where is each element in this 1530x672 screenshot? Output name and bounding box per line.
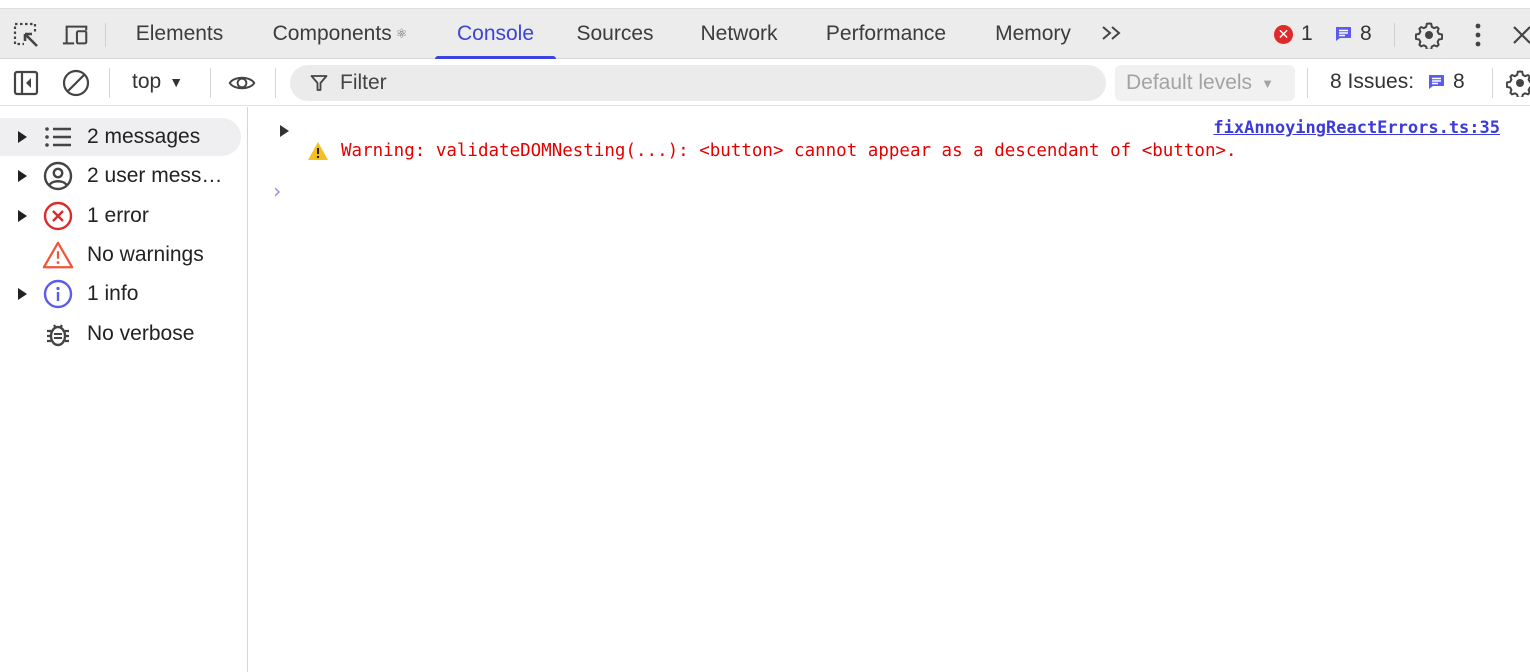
gear-icon <box>1506 70 1530 97</box>
gear-icon <box>1415 22 1443 49</box>
caret-down-icon: ▼ <box>1261 75 1274 91</box>
live-expression-button[interactable] <box>228 69 256 97</box>
inspect-element-button[interactable] <box>12 21 40 49</box>
eye-icon <box>228 76 256 90</box>
tab-label: Network <box>700 22 778 45</box>
sidebar-item-messages[interactable]: 2 messages <box>0 118 241 156</box>
sidebar-item-warnings[interactable]: No warnings <box>0 236 241 274</box>
tabbar-separator <box>105 23 106 47</box>
levels-label: Default levels <box>1126 71 1253 94</box>
expand-triangle-icon[interactable] <box>280 125 289 137</box>
close-devtools-button[interactable] <box>1508 21 1530 49</box>
sidebar-item-errors[interactable]: 1 error <box>0 197 241 235</box>
console-output[interactable]: fixAnnoyingReactErrors.ts:35 Warning: va… <box>249 107 1530 672</box>
clear-circle-icon <box>62 69 90 97</box>
settings-button[interactable] <box>1415 21 1443 49</box>
sidebar-item-info[interactable]: 1 info <box>0 275 241 313</box>
filter-input[interactable] <box>340 71 1040 95</box>
clear-console-button[interactable] <box>62 69 90 97</box>
expand-triangle-icon[interactable] <box>18 131 27 143</box>
sidebar-toggle-icon <box>13 70 39 96</box>
toolbar-separator <box>109 68 110 98</box>
tab-label: Sources <box>576 22 654 45</box>
error-counter[interactable]: ✕ 1 <box>1274 22 1313 46</box>
bug-icon <box>42 318 74 350</box>
console-sidebar: 2 messages 2 user mess… 1 error <box>0 107 248 672</box>
tabbar-separator <box>1394 23 1395 47</box>
chevron-double-right-icon <box>1102 26 1121 40</box>
tab-components[interactable]: Components⚛ <box>255 9 425 59</box>
tab-label: Console <box>456 22 535 45</box>
tab-label: Performance <box>825 22 947 45</box>
issues-count: 8 <box>1453 70 1465 93</box>
device-toolbar-button[interactable] <box>62 21 90 49</box>
issues-counter[interactable]: 8 <box>1335 22 1372 46</box>
warning-icon <box>42 239 74 271</box>
console-prompt[interactable]: › <box>271 179 283 203</box>
tab-elements[interactable]: Elements <box>118 9 241 59</box>
inspect-element-icon <box>13 22 38 47</box>
issues-button[interactable]: 8 Issues: 8 <box>1330 70 1465 94</box>
prompt-chevron-icon: › <box>271 179 284 203</box>
tab-memory[interactable]: Memory <box>978 9 1088 59</box>
caret-down-icon: ▼ <box>169 74 184 90</box>
tab-label: Elements <box>135 22 224 45</box>
device-toggle-icon <box>62 25 88 45</box>
warning-line: Warning: validateDOMNesting(...): <butto… <box>307 141 1237 161</box>
log-levels-dropdown[interactable]: Default levels ▼ <box>1115 65 1295 101</box>
list-icon <box>42 121 74 153</box>
tab-sources[interactable]: Sources <box>560 9 670 59</box>
filter-box[interactable] <box>290 65 1106 101</box>
error-icon: ✕ <box>1274 24 1293 44</box>
error-icon <box>42 200 74 232</box>
toolbar-separator <box>1307 68 1308 98</box>
error-count: 1 <box>1301 22 1313 45</box>
kebab-menu-icon <box>1475 23 1481 47</box>
tab-network[interactable]: Network <box>683 9 795 59</box>
sidebar-item-user-messages[interactable]: 2 user mess… <box>0 157 241 195</box>
tab-label: Components <box>272 22 392 45</box>
sidebar-item-label: No verbose <box>87 322 195 345</box>
issue-count: 8 <box>1360 22 1372 45</box>
tab-label: Memory <box>995 22 1071 45</box>
more-tabs-button[interactable] <box>1100 23 1124 49</box>
sidebar-item-label: 2 messages <box>87 125 201 148</box>
message-icon <box>1336 27 1351 41</box>
context-selector[interactable]: top ▼ <box>132 70 183 94</box>
sidebar-item-label: No warnings <box>87 243 204 266</box>
toolbar-separator <box>210 68 211 98</box>
info-icon <box>42 278 74 310</box>
sidebar-item-label: 2 user mess… <box>87 164 223 187</box>
toolbar-separator <box>275 68 276 98</box>
sidebar-item-label: 1 error <box>87 204 149 227</box>
window-top-strip <box>0 0 1530 9</box>
filter-funnel-icon <box>310 75 328 91</box>
console-toolbar: top ▼ Default levels ▼ 8 Issues: 8 <box>0 60 1530 106</box>
sidebar-item-label: 1 info <box>87 282 139 305</box>
issues-label: 8 Issues: <box>1330 70 1415 93</box>
react-atom-icon: ⚛ <box>395 26 408 41</box>
tab-performance[interactable]: Performance <box>806 9 966 59</box>
sidebar-item-verbose[interactable]: No verbose <box>0 315 241 353</box>
devtools-tab-bar: Elements Components⚛ Console Sources Net… <box>0 9 1530 59</box>
message-icon <box>1429 75 1445 89</box>
tab-console[interactable]: Console <box>435 9 556 59</box>
toolbar-separator <box>1492 68 1493 98</box>
close-icon <box>1513 26 1530 44</box>
toggle-sidebar-button[interactable] <box>12 69 40 97</box>
expand-triangle-icon[interactable] <box>18 170 27 182</box>
source-link[interactable]: fixAnnoyingReactErrors.ts:35 <box>1213 118 1500 138</box>
more-options-button[interactable] <box>1464 21 1492 49</box>
expand-triangle-icon[interactable] <box>18 210 27 222</box>
user-icon <box>42 160 74 192</box>
warning-text: Warning: validateDOMNesting(...): <butto… <box>341 141 1237 161</box>
warning-triangle-icon <box>308 142 328 160</box>
console-settings-button[interactable] <box>1506 69 1530 97</box>
context-label: top <box>132 70 162 93</box>
expand-triangle-icon[interactable] <box>18 288 27 300</box>
